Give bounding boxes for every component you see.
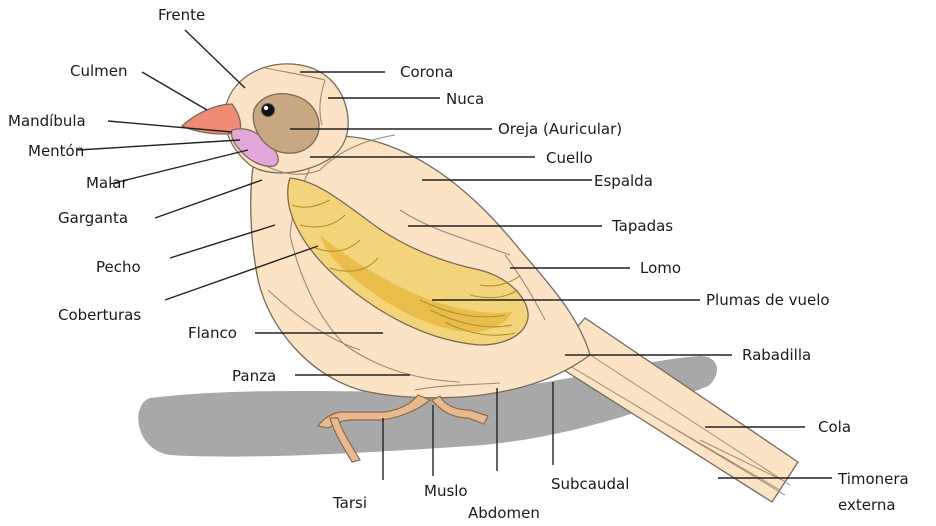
label-culmen: Culmen [70, 62, 128, 80]
label-flanco: Flanco [188, 324, 237, 342]
label-menton: Mentón [28, 142, 84, 160]
label-timonera-line2: externa [838, 496, 896, 514]
label-panza: Panza [232, 367, 276, 385]
label-tarsi: Tarsi [332, 494, 367, 512]
label-malar: Malar [86, 174, 128, 192]
label-mandibula: Mandíbula [8, 112, 86, 130]
label-plumas-de-vuelo: Plumas de vuelo [706, 291, 830, 309]
label-abdomen: Abdomen [468, 504, 540, 522]
label-espalda: Espalda [594, 172, 653, 190]
label-pecho: Pecho [96, 258, 141, 276]
eye [262, 104, 275, 117]
label-oreja: Oreja (Auricular) [498, 120, 622, 138]
eye-highlight [264, 106, 268, 110]
label-nuca: Nuca [446, 90, 484, 108]
label-tapadas: Tapadas [611, 217, 673, 235]
label-rabadilla: Rabadilla [742, 346, 811, 364]
label-cola: Cola [818, 418, 851, 436]
label-subcaudal: Subcaudal [551, 475, 629, 493]
label-lomo: Lomo [640, 259, 681, 277]
label-corona: Corona [400, 63, 453, 81]
label-coberturas: Coberturas [58, 306, 141, 324]
label-frente: Frente [158, 6, 205, 24]
label-garganta: Garganta [58, 209, 128, 227]
label-muslo: Muslo [424, 482, 468, 500]
label-cuello: Cuello [546, 149, 593, 167]
label-timonera-line1: Timonera [837, 470, 909, 488]
